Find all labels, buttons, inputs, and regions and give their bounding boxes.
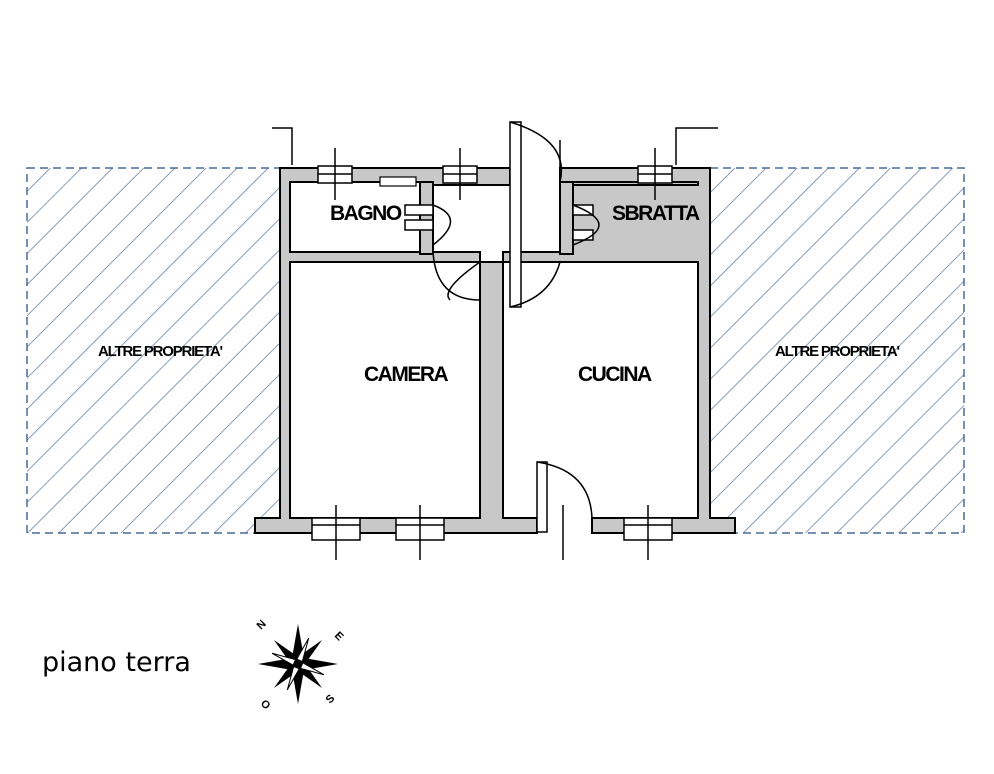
neighbour-area-right bbox=[709, 167, 965, 534]
door-cucina-entrance bbox=[536, 461, 593, 560]
boundary-marks bbox=[272, 127, 718, 168]
compass-rose-icon: N E S O bbox=[255, 618, 346, 713]
window-bottom-camera-1 bbox=[311, 505, 361, 560]
neighbour-area-left bbox=[26, 167, 281, 534]
floor-caption: piano terra bbox=[42, 647, 191, 678]
window-top-left bbox=[317, 148, 353, 200]
window-bottom-camera-2 bbox=[395, 505, 445, 560]
window-bottom-cucina bbox=[623, 505, 673, 560]
window-top-bath bbox=[442, 148, 478, 200]
neighbour-label-left: ALTRE PROPRIETA' bbox=[98, 343, 222, 360]
building-walls bbox=[254, 167, 736, 534]
compass-letter-o: O bbox=[258, 698, 273, 713]
door-entrance-upper bbox=[432, 121, 563, 308]
compass-letter-s: S bbox=[324, 692, 338, 706]
door-sbratta bbox=[572, 204, 600, 246]
room-label-camera: CAMERA bbox=[364, 363, 448, 386]
neighbour-label-right: ALTRE PROPRIETA' bbox=[775, 343, 899, 360]
window-top-sbratta bbox=[637, 148, 673, 200]
bathroom-fixture bbox=[379, 176, 417, 187]
room-label-cucina: CUCINA bbox=[578, 363, 652, 386]
compass-letter-e: E bbox=[332, 630, 346, 644]
door-bagno bbox=[404, 204, 452, 246]
room-label-bagno: BAGNO bbox=[330, 202, 402, 225]
room-label-sbratta: SBRATTA bbox=[612, 202, 700, 225]
compass-letter-n: N bbox=[255, 618, 269, 632]
